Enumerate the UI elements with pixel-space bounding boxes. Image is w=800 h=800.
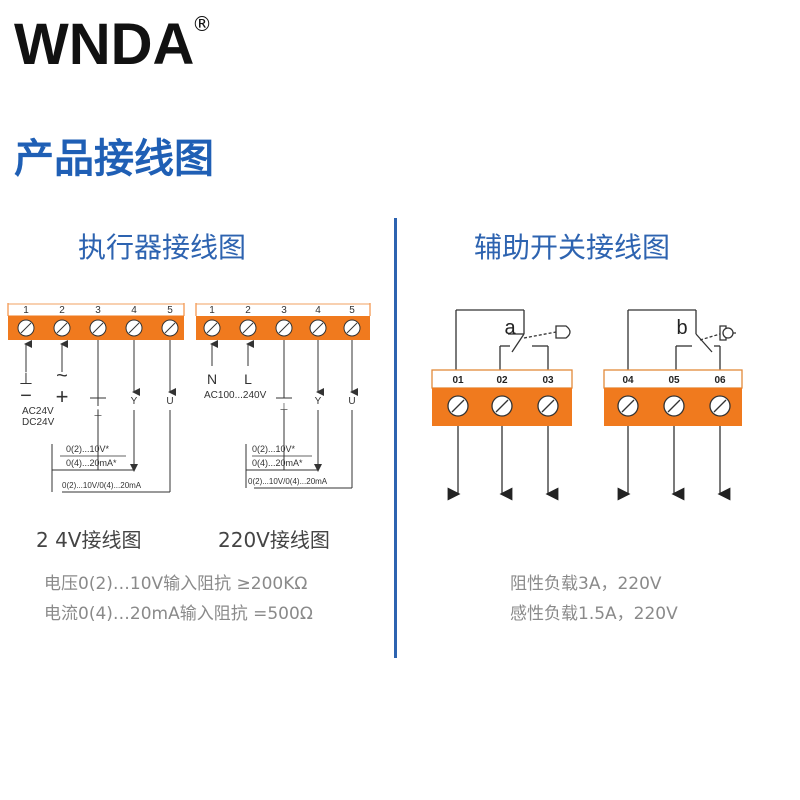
load-resistive: 阻性负载3A，220V (510, 574, 662, 594)
terminal-label: 2 (245, 305, 251, 316)
y-symbol: Y (315, 396, 322, 407)
common-symbol: ⊥ (94, 408, 103, 419)
feedback-signal: 0(2)...10V/0(4)...20mA (62, 481, 142, 490)
brand-logo: WNDA (14, 12, 195, 77)
screw-terminals-24v (17, 319, 179, 337)
terminal-label: 3 (281, 305, 287, 316)
aux-switch-b-diagram (603, 309, 743, 501)
actuator-wiring-title: 执行器接线图 (78, 231, 247, 264)
terminal-label: 4 (315, 305, 321, 316)
supply-dc24v: DC24V (22, 417, 55, 428)
terminal-label: 03 (542, 375, 554, 386)
signal-current: 0(4)...20mA* (252, 458, 303, 468)
terminal-label: 06 (714, 375, 726, 386)
panel-divider (394, 218, 397, 658)
terminal-label: 2 (59, 305, 65, 316)
switch-a-label: a (504, 317, 516, 339)
ac-symbol: ~ (56, 365, 68, 387)
switch-b-label: b (676, 317, 687, 339)
line-label: L (244, 371, 252, 387)
minus-symbol: − (20, 385, 32, 407)
terminal-label: 5 (167, 305, 173, 316)
signal-voltage: 0(2)...10V* (252, 444, 296, 454)
terminal-label: 04 (622, 375, 634, 386)
registered-mark: ® (192, 12, 212, 36)
load-inductive: 感性负载1.5A，220V (510, 604, 678, 624)
aux-switch-wiring-title: 辅助开关接线图 (474, 231, 671, 264)
aux-switch-a-diagram (431, 309, 573, 501)
terminal-label: 3 (95, 305, 101, 316)
supply-ac100-240v: AC100...240V (204, 390, 267, 401)
caption-220v: 220V接线图 (218, 528, 330, 552)
neutral-label: N (207, 371, 217, 387)
signal-current: 0(4)...20mA* (66, 458, 117, 468)
u-symbol: U (348, 396, 355, 407)
diagram-24v (7, 303, 185, 493)
diagram-220v (195, 303, 371, 489)
terminal-label: 02 (496, 375, 508, 386)
terminal-label: 5 (349, 305, 355, 316)
terminal-label: 1 (23, 305, 29, 316)
feedback-signal: 0(2)...10V/0(4)...20mA (248, 477, 328, 486)
common-symbol: ⊥ (280, 402, 289, 413)
page-title: 产品接线图 (14, 136, 214, 182)
terminal-label: 05 (668, 375, 680, 386)
signal-voltage: 0(2)...10V* (66, 444, 110, 454)
ground-symbol: ⊥ (19, 371, 33, 388)
screw-terminals-220v (203, 319, 361, 337)
u-symbol: U (166, 396, 173, 407)
y-symbol: Y (131, 396, 138, 407)
terminal-label: 01 (452, 375, 464, 386)
terminal-label: 1 (209, 305, 215, 316)
terminal-label: 4 (131, 305, 137, 316)
caption-24v: 2 4V接线图 (36, 528, 142, 552)
supply-ac24v: AC24V (22, 406, 54, 417)
note-current-impedance: 电流0(4)…20mA输入阻抗 =500Ω (44, 604, 313, 624)
note-voltage-impedance: 电压0(2)…10V输入阻抗 ≥200KΩ (44, 574, 308, 594)
plus-symbol: + (56, 384, 69, 409)
